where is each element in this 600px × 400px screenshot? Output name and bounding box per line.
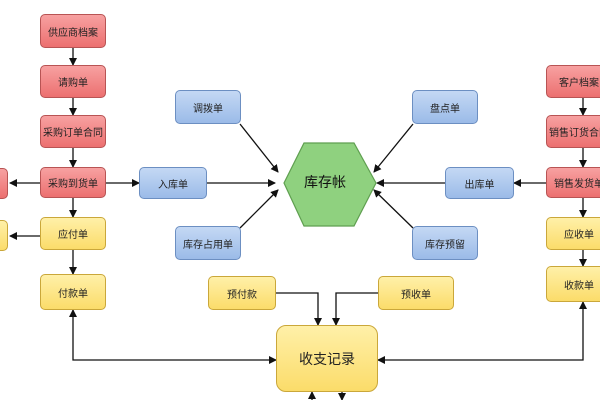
- node-sales-order[interactable]: 销售订货合同: [546, 115, 600, 148]
- hub-hexagon: [283, 142, 377, 227]
- node-receivable[interactable]: 应收单: [546, 217, 600, 250]
- edge-inventory-use-to-hub: [239, 189, 279, 229]
- node-purchase-order[interactable]: 采购订单合同: [40, 115, 106, 148]
- offscreen-left-yellow-box: [0, 220, 8, 251]
- node-sales-shipment[interactable]: 销售发货单: [546, 167, 600, 198]
- offscreen-left-red-box: [0, 168, 8, 199]
- edge-prereceipt-to-ledger: [332, 292, 378, 326]
- edge-payment-ledger: [69, 309, 277, 364]
- node-inventory-use[interactable]: 库存占用单: [175, 226, 241, 260]
- edge-reserve-to-hub: [373, 189, 414, 229]
- node-purchase-arrival[interactable]: 采购到货单: [40, 167, 106, 198]
- edge-transfer-to-hub: [239, 123, 279, 173]
- node-requisition[interactable]: 请购单: [40, 65, 106, 98]
- node-transfer[interactable]: 调拨单: [175, 90, 241, 124]
- node-stocktake[interactable]: 盘点单: [412, 90, 478, 124]
- edge-prepayment-to-ledger: [276, 292, 322, 326]
- node-customer-file[interactable]: 客户档案: [546, 65, 600, 98]
- hub-label: 库存帐: [304, 175, 346, 191]
- node-prepayment[interactable]: 预付款: [208, 276, 276, 310]
- edge-receipt-ledger: [377, 301, 587, 364]
- node-income-expense-ledger[interactable]: 收支记录: [276, 325, 378, 392]
- node-payment[interactable]: 付款单: [40, 274, 106, 310]
- node-receipt[interactable]: 收款单: [546, 266, 600, 302]
- node-outbound[interactable]: 出库单: [445, 167, 514, 199]
- node-inventory-reserve[interactable]: 库存预留: [412, 226, 478, 260]
- edge-stocktake-to-hub: [373, 123, 414, 173]
- node-vendor-file[interactable]: 供应商档案: [40, 14, 106, 48]
- node-inbound[interactable]: 入库单: [139, 167, 207, 199]
- node-prereceipt[interactable]: 预收单: [378, 276, 454, 310]
- node-payable[interactable]: 应付单: [40, 217, 106, 250]
